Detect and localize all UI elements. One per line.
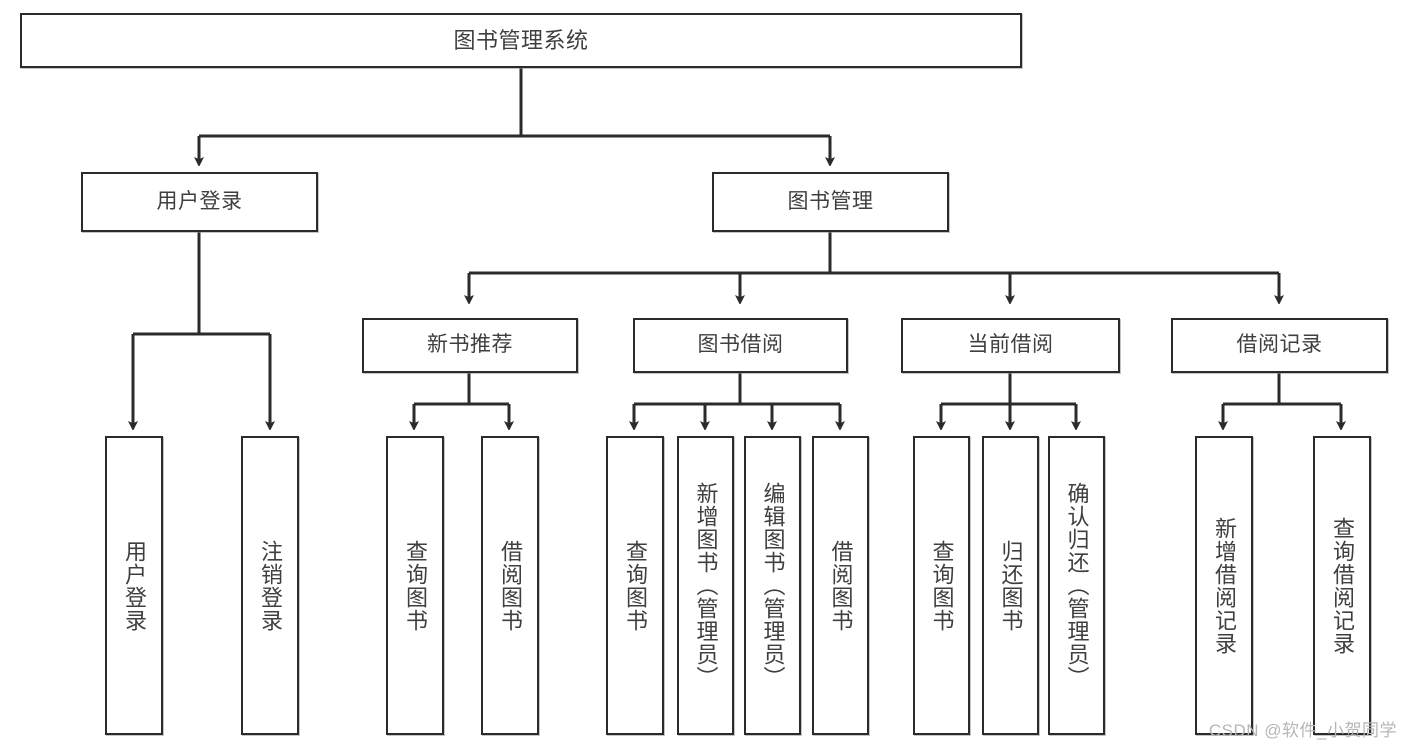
node-book-borrow[interactable]: 图书借阅 <box>633 318 848 373</box>
node-label: 查询借阅记录 <box>1329 516 1355 655</box>
node-label: 注销登录 <box>257 539 283 632</box>
node-label: 查询图书 <box>929 539 955 632</box>
node-label: 用户登录 <box>156 189 243 213</box>
node-label: 借阅图书 <box>497 539 523 632</box>
node-label: 用户登录 <box>121 539 147 632</box>
node-borrow-record[interactable]: 借阅记录 <box>1171 318 1388 373</box>
node-label: 查询图书 <box>622 539 648 632</box>
leaf-add-borrow-record[interactable]: 新增借阅记录 <box>1195 436 1253 735</box>
leaf-add-book-admin[interactable]: 新增图书（管理员） <box>677 436 734 735</box>
node-label: 归还图书 <box>998 539 1024 632</box>
node-current-borrow[interactable]: 当前借阅 <box>901 318 1120 373</box>
leaf-logout-login[interactable]: 注销登录 <box>241 436 299 735</box>
leaf-edit-book-admin[interactable]: 编辑图书（管理员） <box>744 436 801 735</box>
leaf-query-borrow-record[interactable]: 查询借阅记录 <box>1313 436 1371 735</box>
node-user-login[interactable]: 用户登录 <box>81 172 318 232</box>
node-label: 确认归还（管理员） <box>1064 482 1090 689</box>
leaf-query-book-current[interactable]: 查询图书 <box>913 436 970 735</box>
leaf-borrow-book[interactable]: 借阅图书 <box>812 436 869 735</box>
node-label: 查询图书 <box>402 539 428 632</box>
leaf-borrow-book-recommend[interactable]: 借阅图书 <box>481 436 539 735</box>
node-label: 编辑图书（管理员） <box>760 482 786 689</box>
leaf-query-book-borrow[interactable]: 查询图书 <box>606 436 664 735</box>
leaf-return-book[interactable]: 归还图书 <box>982 436 1039 735</box>
csdn-watermark: CSDN @软件_小贺同学 <box>1208 721 1397 740</box>
node-label: 借阅记录 <box>1236 333 1323 357</box>
node-label: 新增图书（管理员） <box>693 482 719 689</box>
leaf-query-book-recommend[interactable]: 查询图书 <box>386 436 444 735</box>
leaf-confirm-return-admin[interactable]: 确认归还（管理员） <box>1048 436 1105 735</box>
node-new-book-recommend[interactable]: 新书推荐 <box>362 318 578 373</box>
node-label: 图书借阅 <box>697 333 784 357</box>
node-book-manage[interactable]: 图书管理 <box>712 172 949 232</box>
node-label: 当前借阅 <box>967 333 1054 357</box>
node-label: 新书推荐 <box>427 333 513 357</box>
node-label: 图书管理 <box>787 189 874 213</box>
node-root-book-management-system[interactable]: 图书管理系统 <box>20 13 1022 68</box>
node-label: 图书管理系统 <box>453 27 589 53</box>
leaf-user-login[interactable]: 用户登录 <box>105 436 163 735</box>
node-label: 新增借阅记录 <box>1211 516 1237 655</box>
node-label: 借阅图书 <box>828 539 854 632</box>
